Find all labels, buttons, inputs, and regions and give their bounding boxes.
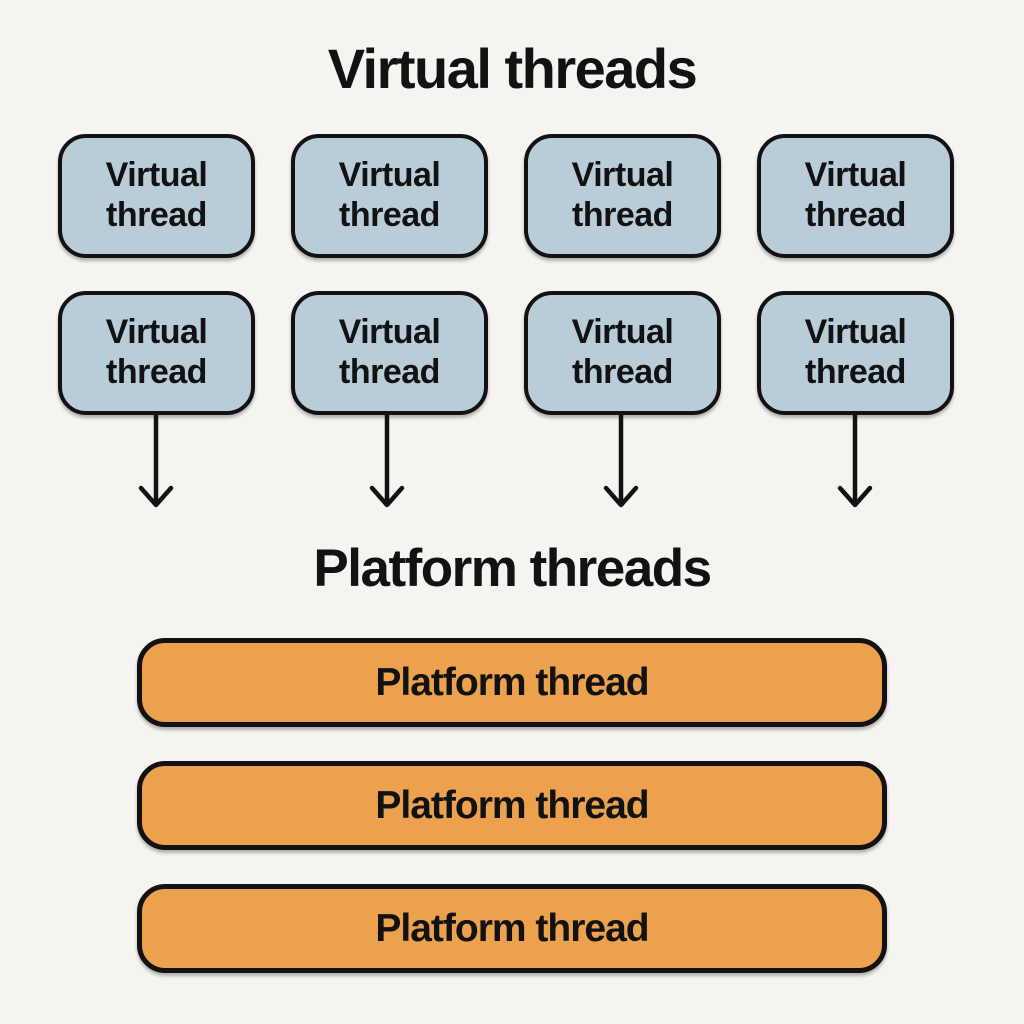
platform-thread-label: Platform thread	[375, 783, 649, 827]
virtual-thread-label: Virtual thread	[105, 313, 208, 391]
down-arrow-icon	[134, 415, 178, 512]
platform-thread-bar: Platform thread	[137, 761, 887, 850]
platform-threads-title: Platform threads	[313, 539, 712, 598]
platform-thread-label: Platform thread	[375, 660, 649, 704]
down-arrow-icon	[599, 415, 643, 512]
virtual-thread-box: Virtual thread	[58, 291, 255, 415]
virtual-threads-title: Virtual threads	[327, 37, 698, 100]
virtual-thread-label: Virtual thread	[338, 156, 441, 234]
virtual-thread-label: Virtual thread	[338, 313, 441, 391]
virtual-thread-box: Virtual thread	[291, 291, 488, 415]
virtual-thread-label: Virtual thread	[571, 156, 674, 234]
virtual-thread-box: Virtual thread	[757, 134, 954, 258]
virtual-thread-box: Virtual thread	[58, 134, 255, 258]
platform-thread-bar: Platform thread	[137, 884, 887, 973]
down-arrow-icon	[365, 415, 409, 512]
platform-thread-label: Platform thread	[375, 906, 649, 950]
down-arrow-icon	[833, 415, 877, 512]
virtual-thread-box: Virtual thread	[291, 134, 488, 258]
virtual-thread-label: Virtual thread	[804, 313, 907, 391]
platform-thread-bar: Platform thread	[137, 638, 887, 727]
virtual-thread-row-1: Virtual thread Virtual thread Virtual th…	[58, 134, 954, 258]
virtual-thread-label: Virtual thread	[105, 156, 208, 234]
virtual-thread-box: Virtual thread	[757, 291, 954, 415]
virtual-thread-label: Virtual thread	[804, 156, 907, 234]
virtual-thread-label: Virtual thread	[571, 313, 674, 391]
virtual-thread-box: Virtual thread	[524, 134, 721, 258]
virtual-thread-row-2: Virtual thread Virtual thread Virtual th…	[58, 291, 954, 415]
virtual-thread-box: Virtual thread	[524, 291, 721, 415]
